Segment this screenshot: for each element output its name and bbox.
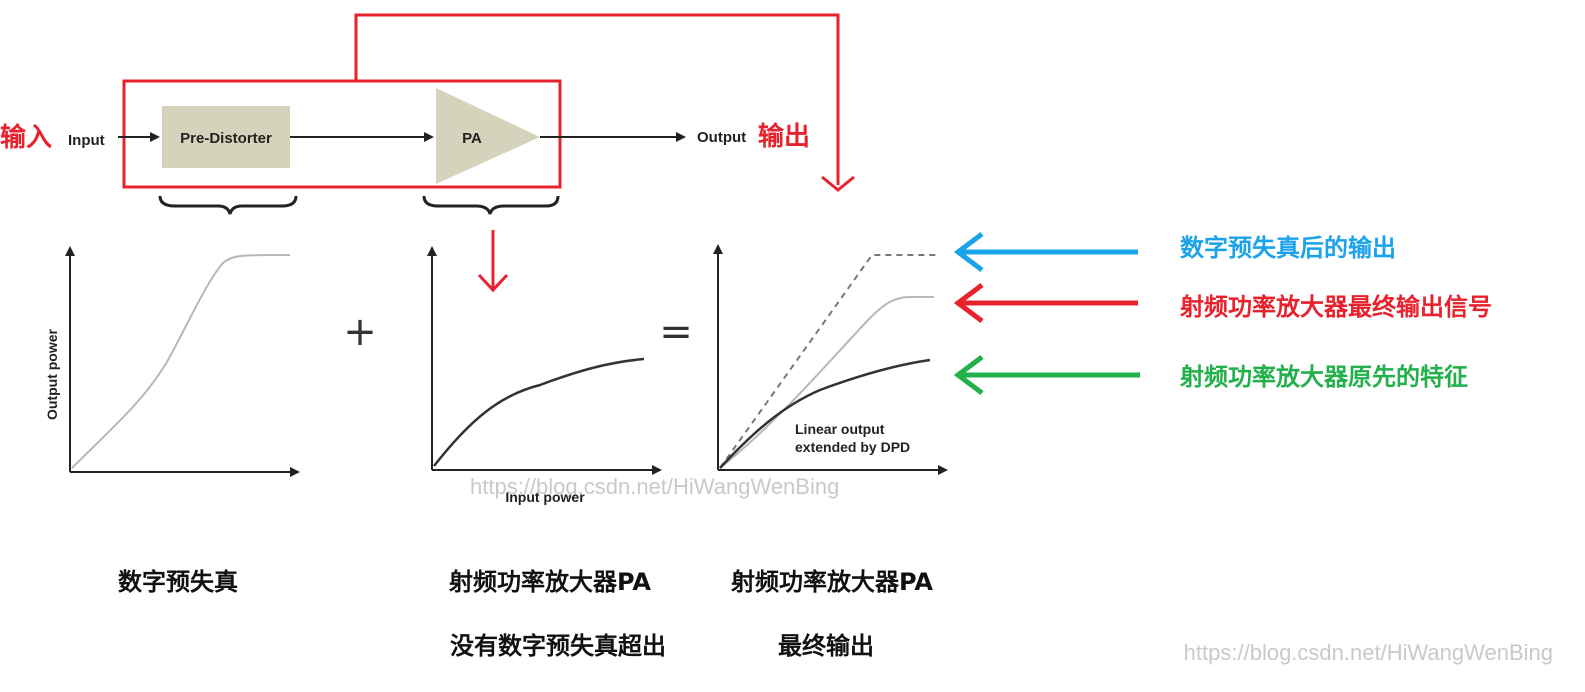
predistorter-label: Pre-Distorter	[180, 130, 272, 147]
caption-middle-line1: 射频功率放大器PA	[448, 568, 651, 596]
dpd-pa-enclosure	[122, 79, 562, 189]
pa-down-arrowhead	[477, 273, 509, 293]
legend-item-original-pa: 射频功率放大器原先的特征	[1179, 363, 1468, 391]
pa-triangle	[436, 88, 540, 184]
legend-green-arrowhead	[953, 355, 984, 395]
final-output-curve	[719, 296, 934, 469]
feedback-arrowhead	[821, 175, 855, 192]
legend-item-dpd-output: 数字预失真后的输出	[1180, 234, 1396, 262]
pa-brace	[422, 195, 560, 215]
annotation-line2: extended by DPD	[795, 439, 910, 455]
annotation-line1: Linear output	[795, 421, 885, 437]
plus-sign: +	[343, 309, 377, 355]
y-axis-label: Output power	[44, 328, 60, 420]
predistorter-block	[162, 106, 290, 168]
predistortion-curve	[71, 253, 291, 469]
watermark-center: https://blog.csdn.net/HiWangWenBing	[470, 474, 839, 499]
input-cn-label: 输入	[0, 122, 52, 153]
legend-red-arrowhead	[953, 283, 984, 323]
watermark-bottom-right: https://blog.csdn.net/HiWangWenBing	[1184, 640, 1553, 665]
caption-right-line2: 最终输出	[778, 632, 874, 660]
output-cn-label: 输出	[758, 121, 810, 152]
original-pa-curve	[719, 358, 931, 469]
graph-predistorter: Output power	[44, 246, 300, 477]
output-en-label: Output	[697, 129, 746, 146]
pa-curve	[433, 357, 645, 467]
graph-pa: Input power	[427, 246, 662, 505]
caption-middle-line2: 没有数字预失真超出	[450, 632, 666, 660]
legend-blue-arrowhead	[953, 232, 984, 272]
predistorter-brace	[158, 195, 298, 215]
equals-sign: =	[659, 309, 693, 355]
pa-label: PA	[462, 130, 482, 147]
graph-result: Linear output extended by DPD	[713, 244, 948, 475]
caption-right-line1: 射频功率放大器PA	[730, 568, 933, 596]
x-axis-label: Input power	[505, 489, 585, 505]
feedback-line	[354, 13, 840, 185]
legend-item-final-output: 射频功率放大器最终输出信号	[1179, 293, 1492, 321]
caption-left: 数字预失真	[118, 568, 238, 596]
block-diagram: Pre-Distorter PA 输入 Input Output 输出	[0, 13, 855, 293]
legend: 数字预失真后的输出 射频功率放大器最终输出信号 射频功率放大器原先的特征	[953, 232, 1492, 395]
input-en-label: Input	[68, 132, 105, 149]
